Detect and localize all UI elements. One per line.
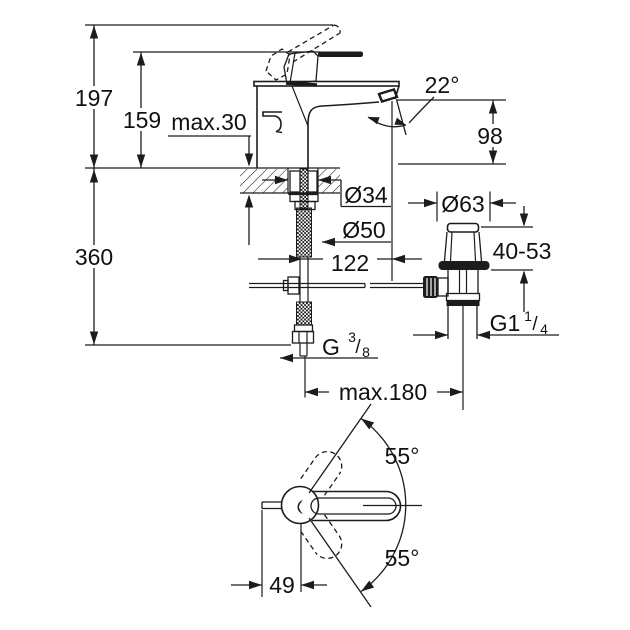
label-g114-slash: / [532, 314, 538, 335]
dimension-height-159: 159 [119, 51, 320, 168]
dimension-swing-55: 55° 55° [308, 403, 420, 608]
label-g114-numerator: 1 [524, 308, 532, 324]
handle-swing-dashed-lower [300, 514, 343, 560]
dimension-spray-angle-22: 22° [366, 72, 460, 281]
label-122: 122 [331, 250, 369, 276]
dimension-supply-thread-g38: G 3 / 8 [280, 329, 378, 363]
label-4053: 40-53 [493, 238, 552, 264]
label-max180: max.180 [339, 379, 427, 405]
rod-knob [423, 276, 449, 298]
label-22deg: 22° [425, 72, 460, 98]
dimension-total-height-197: 197 [72, 24, 333, 168]
label-197: 197 [75, 85, 113, 111]
label-159: 159 [123, 107, 161, 133]
label-55-upper: 55° [385, 443, 420, 469]
pull-rod [249, 276, 424, 295]
mounting-shank [288, 168, 319, 211]
label-dia63: Ø63 [441, 191, 484, 217]
dimension-base-dia50: Ø50 [322, 217, 391, 247]
label-360: 360 [75, 244, 113, 270]
waste-plug-cap [446, 222, 480, 233]
mounting-clip [262, 111, 283, 134]
spout-underside [307, 101, 380, 168]
waste-collar [445, 292, 481, 302]
label-49: 49 [269, 572, 295, 598]
label-max30: max.30 [171, 109, 246, 135]
dimension-shank-dia34: Ø34 [262, 175, 391, 208]
spout-top-plate [253, 80, 400, 87]
lever-handle-solid [283, 50, 363, 87]
spout-body-junction [291, 85, 309, 127]
handle-swing-dashed-upper [300, 450, 343, 496]
label-98: 98 [477, 123, 503, 149]
label-g38-numerator: 3 [348, 329, 356, 345]
label-g38-slash: / [355, 337, 361, 358]
supply-hose [291, 207, 315, 357]
dimension-outlet-height-98: 98 [396, 99, 506, 165]
faucet-side-view [85, 24, 424, 357]
label-g114-prefix: G1 [490, 310, 521, 336]
lever-handle-raised-dashed [265, 24, 341, 81]
pop-up-waste [423, 222, 490, 410]
label-55-lower: 55° [385, 545, 420, 571]
waste-collar-seal [446, 300, 480, 306]
dimension-rod-distance-max180: max.180 [304, 356, 463, 405]
dimension-waste-thread-g114: G1 1 / 4 [413, 308, 559, 340]
label-g114-denominator: 4 [540, 321, 548, 337]
dimension-flange-dia63: Ø63 [408, 191, 516, 222]
aerator-outlet [377, 88, 399, 103]
dimension-offset-49: 49 [231, 510, 327, 598]
dimension-spout-reach-122: 122 [258, 250, 422, 276]
dimension-deck-max30: max.30 [168, 109, 254, 245]
label-g38-prefix: G [322, 334, 340, 360]
handle-hub [280, 485, 320, 525]
hub-center-mark [297, 500, 303, 514]
label-dia50: Ø50 [342, 217, 385, 243]
waste-flange-seal [438, 261, 490, 270]
label-dia34: Ø34 [344, 182, 388, 208]
label-g38-denominator: 8 [362, 344, 370, 360]
dimension-waste-range-4053: 40-53 [481, 206, 551, 312]
handle-top-view: 55° 55° 49 [231, 403, 422, 608]
dimension-below-deck-360: 360 [72, 168, 291, 346]
